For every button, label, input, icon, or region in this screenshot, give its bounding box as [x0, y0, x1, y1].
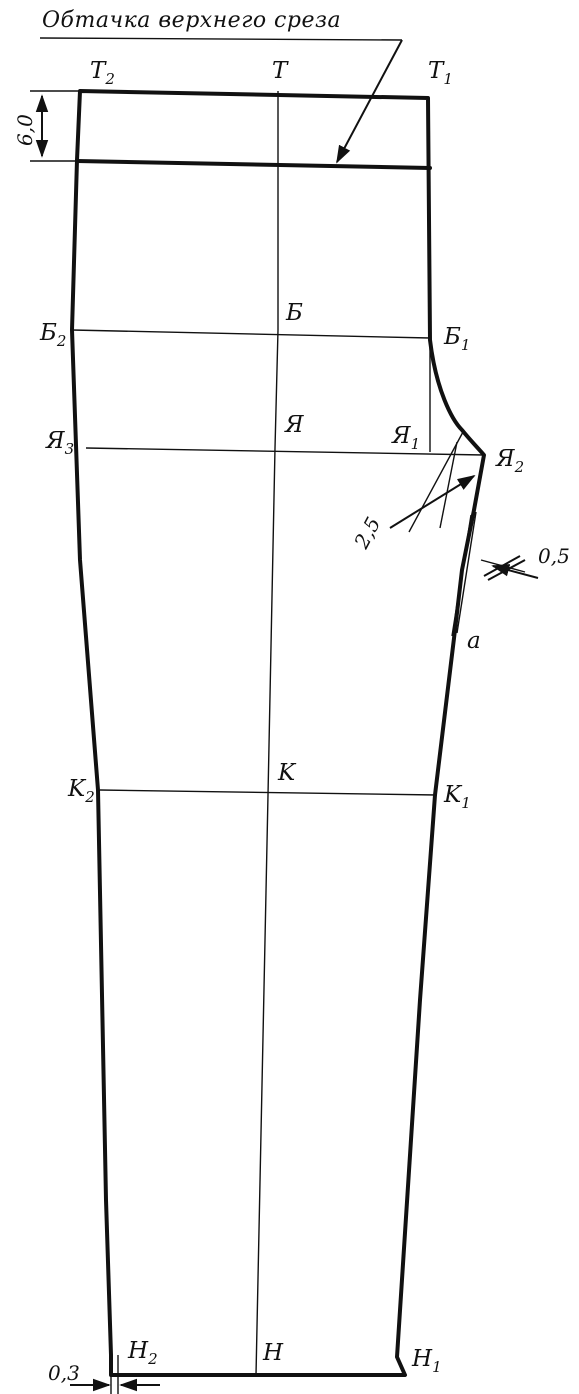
- label-Ya3: Я3: [45, 428, 74, 458]
- label-T2: T2: [90, 58, 115, 88]
- knee-line: [99, 789, 438, 796]
- inseam-dim-arrow-tick-2: [483, 555, 521, 577]
- label-Ya2: Я2: [495, 446, 524, 476]
- label-B2: Б2: [39, 320, 66, 350]
- caption-underline: [39, 37, 403, 41]
- label-H2: H2: [127, 1338, 158, 1368]
- label-Ya1: Я1: [391, 423, 420, 453]
- caption-leader-arrow: [336, 39, 403, 164]
- label-B: Б: [285, 300, 303, 326]
- waistband-facing-line: [75, 159, 432, 170]
- inseam-dim-arrow-tick: [487, 559, 526, 581]
- hem-dim-label: 0,3: [48, 1361, 80, 1385]
- label-K1: K1: [443, 782, 471, 812]
- crotch-dim-label: 2,5: [349, 513, 386, 553]
- inseam-offset-line-1: [456, 511, 477, 634]
- label-Ya: Я: [284, 412, 304, 438]
- inseam-offset-line-2: [451, 514, 472, 637]
- crotch-dimension-arrow: [389, 475, 476, 529]
- label-K2: K2: [67, 776, 95, 806]
- inseam-dim-arrow: [491, 564, 539, 579]
- hip-line: [71, 329, 431, 339]
- label-H1: H1: [411, 1346, 442, 1376]
- label-H: H: [262, 1340, 284, 1366]
- crotch-bisector-1: [408, 431, 464, 533]
- caption-text: Обтачка верхнего среза: [42, 8, 341, 33]
- pattern-outline: [70, 89, 486, 1377]
- label-B1: Б1: [443, 324, 470, 354]
- label-T: T: [272, 58, 289, 84]
- waist-dim-label: 6,0: [13, 114, 37, 146]
- crotch-bisector-2: [439, 441, 458, 529]
- label-K: K: [277, 760, 297, 786]
- label-a: a: [467, 628, 481, 654]
- label-T1: T1: [428, 58, 453, 88]
- seat-line: [85, 447, 485, 456]
- crease-line: [255, 91, 279, 1376]
- inseam-dim-label: 0,5: [538, 544, 570, 568]
